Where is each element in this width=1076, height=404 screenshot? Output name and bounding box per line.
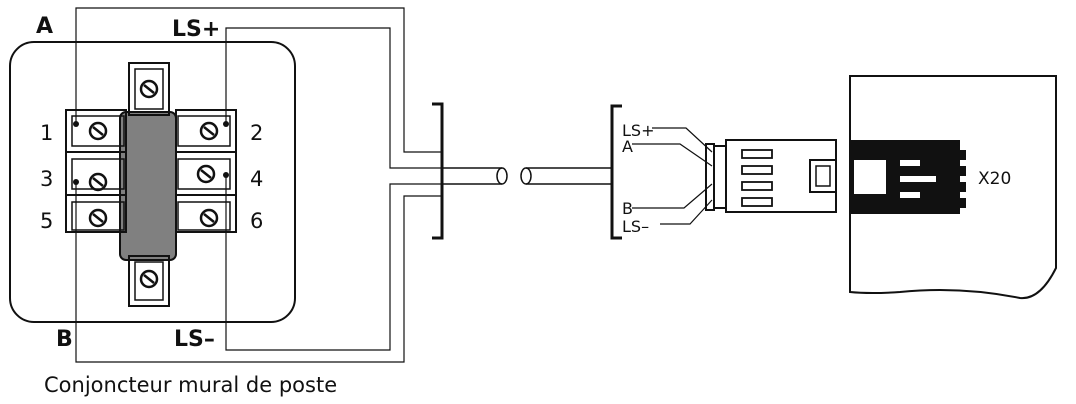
label-a: A	[36, 14, 53, 39]
leader-a	[632, 143, 713, 167]
pin-label-ls-minus: LS–	[622, 217, 649, 236]
terminal-number-5: 5	[40, 209, 53, 233]
leader-ls-minus	[660, 199, 713, 225]
terminal-screw-1	[88, 121, 108, 141]
wire-a	[75, 7, 442, 153]
terminal-number-1: 1	[40, 121, 53, 145]
cable-left-segment	[442, 167, 508, 185]
terminal-number-6: 6	[250, 209, 263, 233]
bracket-right	[610, 104, 622, 240]
terminal-screw-2	[199, 121, 219, 141]
label-ls-minus-bottom: LS–	[174, 327, 215, 352]
terminal-block-left	[65, 109, 127, 233]
terminal-screw-4	[196, 164, 216, 184]
bracket-left	[432, 102, 444, 240]
bottom-screw-block	[128, 255, 170, 307]
terminal-screw-6	[199, 208, 219, 228]
label-b: B	[56, 327, 73, 352]
pin-label-ls-plus: LS+	[622, 121, 654, 140]
wall-socket-plate	[9, 41, 296, 323]
terminal-number-2: 2	[250, 121, 263, 145]
wire-ls-minus	[225, 175, 442, 351]
terminal-screw-3	[88, 172, 108, 192]
rj-plug	[705, 139, 837, 213]
caption: Conjoncteur mural de poste	[44, 373, 337, 397]
terminal-number-4: 4	[250, 167, 263, 191]
pin-label-a: A	[622, 137, 633, 156]
label-ls-plus-top: LS+	[172, 17, 220, 42]
terminal-bar	[119, 111, 177, 261]
terminal-number-3: 3	[40, 167, 53, 191]
connector-label-x20: X20	[978, 169, 1011, 189]
leader-b	[632, 183, 713, 209]
pin-label-b: B	[622, 199, 633, 218]
x20-socket	[850, 140, 966, 214]
wire-b	[75, 182, 442, 363]
leader-ls-plus	[652, 127, 713, 153]
cable-right-segment	[520, 167, 612, 185]
terminal-screw-5	[88, 208, 108, 228]
device-panel	[849, 75, 1057, 300]
wire-ls-plus	[225, 27, 442, 169]
top-screw-block	[128, 62, 170, 116]
